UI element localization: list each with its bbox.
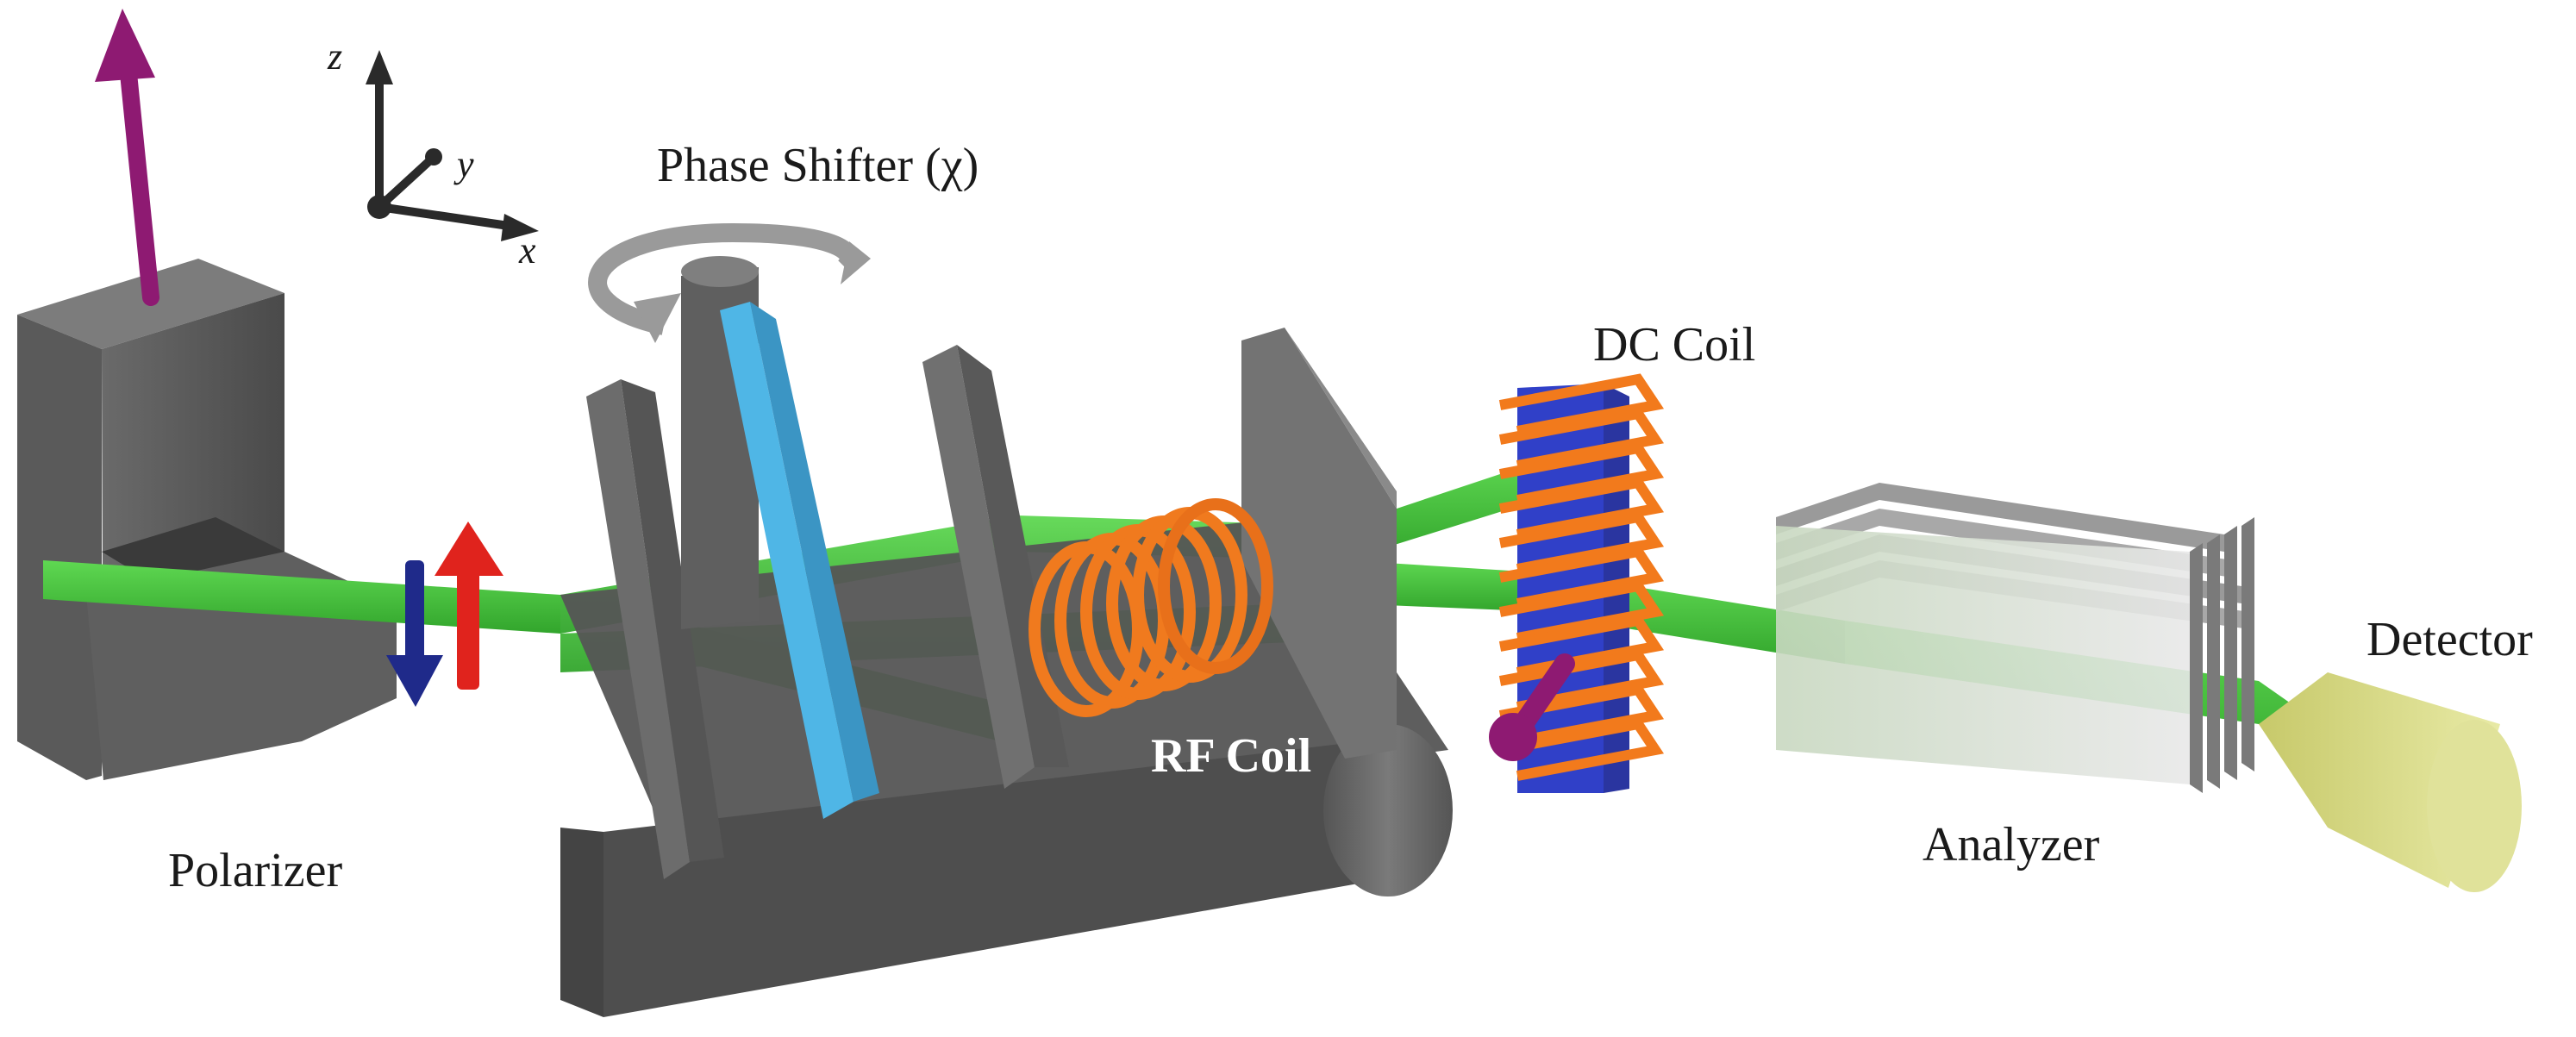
label-dc-coil: DC Coil [1593, 318, 1755, 372]
axis-z-label: z [327, 35, 342, 78]
detector [2259, 672, 2522, 892]
dc-coil [1489, 373, 1665, 793]
polarization-arrow [95, 9, 159, 306]
label-polarizer: Polarizer [168, 844, 342, 897]
dc-coil-windings [1498, 373, 1665, 781]
spin-up-arrow [435, 522, 503, 690]
label-phase-shifter: Phase Shifter (χ) [657, 139, 979, 192]
axis-y-label: y [453, 143, 474, 185]
phase-plate [720, 302, 853, 819]
polarizer [17, 9, 397, 780]
dc-field-arrow [1489, 653, 1575, 761]
phase-shifter [588, 222, 879, 819]
rf-coil [1029, 498, 1273, 717]
spin-state-arrows [386, 522, 503, 707]
analyzer [1776, 483, 2254, 793]
rotation-arrow-icon [588, 222, 871, 343]
analyzer-plate-edges [2190, 517, 2254, 793]
spin-down-arrow [386, 560, 443, 707]
label-detector: Detector [2367, 613, 2533, 666]
coordinate-axes: z y x [327, 35, 539, 272]
axis-x-label: x [518, 229, 536, 272]
label-analyzer: Analyzer [1923, 818, 2100, 871]
label-rf-coil: RF Coil [1151, 729, 1311, 783]
